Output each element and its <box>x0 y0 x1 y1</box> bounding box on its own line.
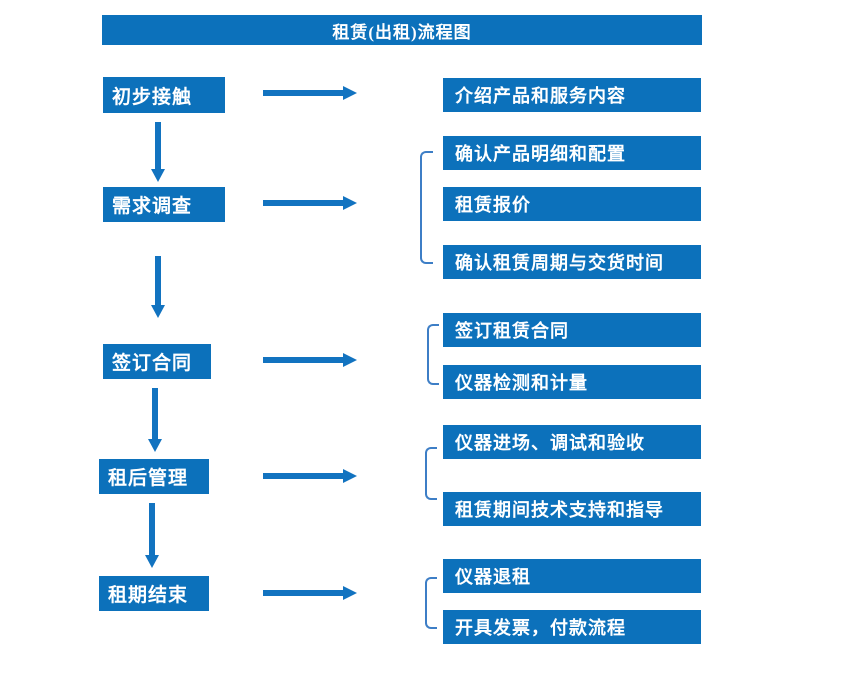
detail-box-confirm-period-delivery: 确认租赁周期与交货时间 <box>443 245 701 279</box>
arrow-head <box>343 196 357 210</box>
arrow-shaft <box>263 200 344 206</box>
down-arrow-icon <box>145 503 159 568</box>
right-arrow-icon <box>263 469 357 483</box>
right-arrow-icon <box>263 353 357 367</box>
detail-box-sign-rental-contract: 签订租赁合同 <box>443 313 701 347</box>
arrow-head <box>343 586 357 600</box>
down-arrow-icon <box>148 388 162 452</box>
group-bracket-sign-contract <box>427 324 439 385</box>
arrow-shaft <box>263 90 344 96</box>
arrow-head <box>151 169 165 182</box>
down-arrow-icon <box>151 256 165 318</box>
arrow-head <box>343 469 357 483</box>
arrow-head <box>148 439 162 452</box>
detail-box-instrument-return: 仪器退租 <box>443 559 701 593</box>
stage-box-needs-survey: 需求调查 <box>103 187 225 222</box>
detail-box-tech-support: 租赁期间技术支持和指导 <box>443 492 701 526</box>
group-bracket-post-rental <box>425 447 437 500</box>
detail-box-rental-quote: 租赁报价 <box>443 187 701 221</box>
down-arrow-icon <box>151 122 165 182</box>
stage-box-post-rental-management: 租后管理 <box>99 459 209 494</box>
right-arrow-icon <box>263 196 357 210</box>
arrow-head <box>151 305 165 318</box>
stage-box-rental-end: 租期结束 <box>99 576 209 611</box>
stage-box-initial-contact: 初步接触 <box>103 77 225 113</box>
detail-box-invoice-payment: 开具发票，付款流程 <box>443 610 701 644</box>
arrow-shaft <box>155 122 161 169</box>
detail-box-instrument-testing: 仪器检测和计量 <box>443 365 701 399</box>
group-bracket-needs-survey <box>420 151 433 264</box>
right-arrow-icon <box>263 586 357 600</box>
detail-box-confirm-product-config: 确认产品明细和配置 <box>443 136 701 170</box>
group-bracket-rental-end <box>425 577 437 629</box>
arrow-shaft <box>263 357 344 363</box>
arrow-shaft <box>155 256 161 305</box>
flowchart-title: 租赁(出租)流程图 <box>102 15 702 45</box>
arrow-shaft <box>263 590 344 596</box>
arrow-shaft <box>263 473 344 479</box>
right-arrow-icon <box>263 86 357 100</box>
arrow-head <box>343 353 357 367</box>
detail-box-introduce-products: 介绍产品和服务内容 <box>443 78 701 112</box>
arrow-head <box>343 86 357 100</box>
arrow-head <box>145 555 159 568</box>
stage-box-sign-contract: 签订合同 <box>103 344 211 379</box>
arrow-shaft <box>149 503 155 555</box>
detail-box-instrument-setup: 仪器进场、调试和验收 <box>443 425 701 459</box>
arrow-shaft <box>152 388 158 439</box>
